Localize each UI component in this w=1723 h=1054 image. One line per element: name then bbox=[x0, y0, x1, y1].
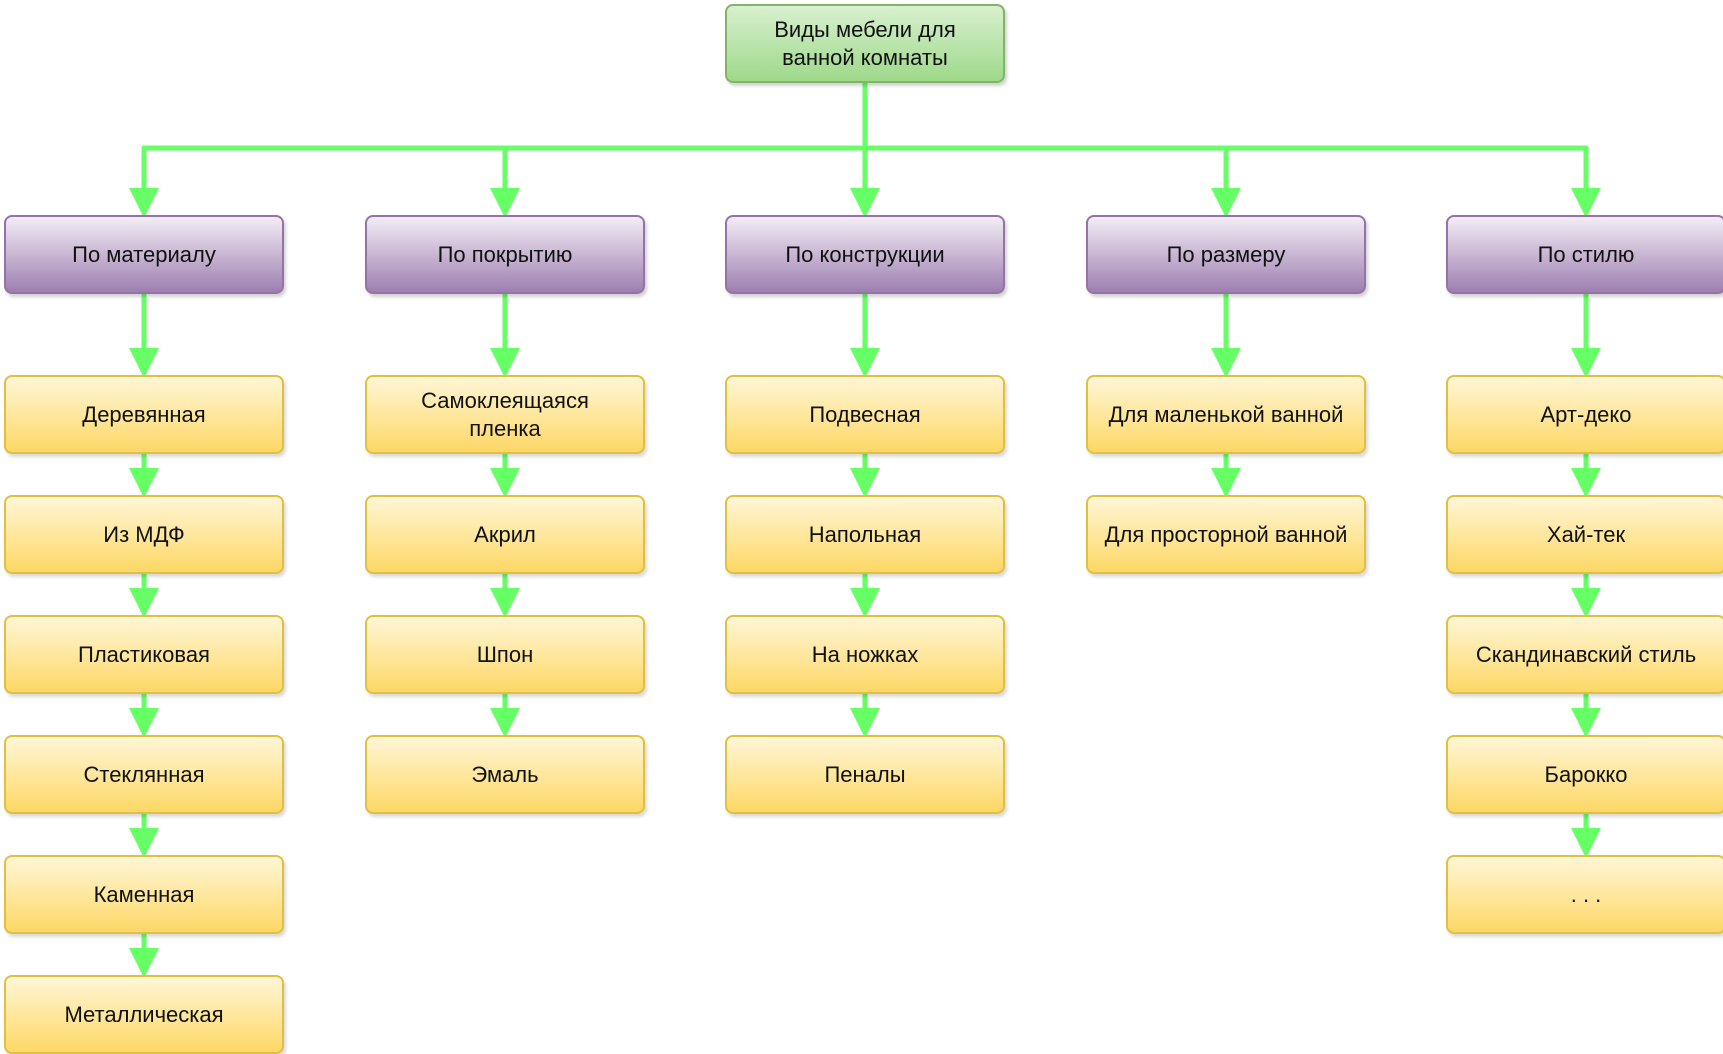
item-label: Шпон bbox=[476, 641, 534, 667]
item-label: Деревянная bbox=[82, 401, 206, 427]
item-label: На ножках bbox=[811, 641, 919, 667]
root-node-line-2: ванной комнаты bbox=[782, 44, 948, 70]
item-node: Скандинавский стиль bbox=[1446, 615, 1723, 694]
item-node: Из МДФ bbox=[4, 495, 284, 574]
item-node: Подвесная bbox=[725, 375, 1005, 454]
root-node-line-1: Виды мебели для bbox=[774, 16, 956, 42]
item-label: Стеклянная bbox=[83, 761, 205, 787]
item-node: Шпон bbox=[365, 615, 645, 694]
item-node: Стеклянная bbox=[4, 735, 284, 814]
category-label: По материалу bbox=[72, 241, 216, 267]
category-label: По покрытию bbox=[437, 241, 573, 267]
category-node-material: По материалу bbox=[4, 215, 284, 294]
item-label: Подвесная bbox=[809, 401, 921, 427]
item-label: . . . bbox=[1570, 881, 1602, 907]
item-label: Скандинавский стиль bbox=[1475, 641, 1697, 667]
item-label: Пластиковая bbox=[78, 641, 210, 667]
item-node: Арт-деко bbox=[1446, 375, 1723, 454]
category-label: По размеру bbox=[1166, 241, 1286, 267]
item-node: Акрил bbox=[365, 495, 645, 574]
category-node-size: По размеру bbox=[1086, 215, 1366, 294]
item-node: Для просторной ванной bbox=[1086, 495, 1366, 574]
item-label: Для просторной ванной bbox=[1104, 521, 1348, 547]
item-label: Самоклеящаяся пленка bbox=[421, 387, 589, 441]
item-node: Самоклеящаяся пленка bbox=[365, 375, 645, 454]
item-node: Напольная bbox=[725, 495, 1005, 574]
category-label: По конструкции bbox=[785, 241, 945, 267]
item-label: Акрил bbox=[474, 521, 536, 547]
connector-group bbox=[129, 80, 1601, 978]
item-label: Эмаль bbox=[471, 761, 539, 787]
root-node: Виды мебели для ванной комнаты bbox=[725, 4, 1005, 83]
item-label: Из МДФ bbox=[103, 521, 185, 547]
item-label: Металлическая bbox=[64, 1001, 224, 1027]
item-node: Металлическая bbox=[4, 975, 284, 1054]
item-node: Каменная bbox=[4, 855, 284, 934]
item-label: Пеналы bbox=[824, 761, 906, 787]
item-label: Напольная bbox=[808, 521, 922, 547]
item-node: Пеналы bbox=[725, 735, 1005, 814]
category-node-coating: По покрытию bbox=[365, 215, 645, 294]
item-label: Для маленькой ванной bbox=[1108, 401, 1344, 427]
item-node: Пластиковая bbox=[4, 615, 284, 694]
item-label: Барокко bbox=[1544, 761, 1628, 787]
item-node: Барокко bbox=[1446, 735, 1723, 814]
item-node: На ножках bbox=[725, 615, 1005, 694]
item-node: Эмаль bbox=[365, 735, 645, 814]
item-node: Для маленькой ванной bbox=[1086, 375, 1366, 454]
item-label: Арт-деко bbox=[1540, 401, 1632, 427]
category-node-style: По стилю bbox=[1446, 215, 1723, 294]
item-node: . . . bbox=[1446, 855, 1723, 934]
category-node-construction: По конструкции bbox=[725, 215, 1005, 294]
category-label: По стилю bbox=[1537, 241, 1635, 267]
item-label: Хай-тек bbox=[1546, 521, 1626, 547]
item-label: Каменная bbox=[93, 881, 195, 907]
item-node: Хай-тек bbox=[1446, 495, 1723, 574]
item-node: Деревянная bbox=[4, 375, 284, 454]
